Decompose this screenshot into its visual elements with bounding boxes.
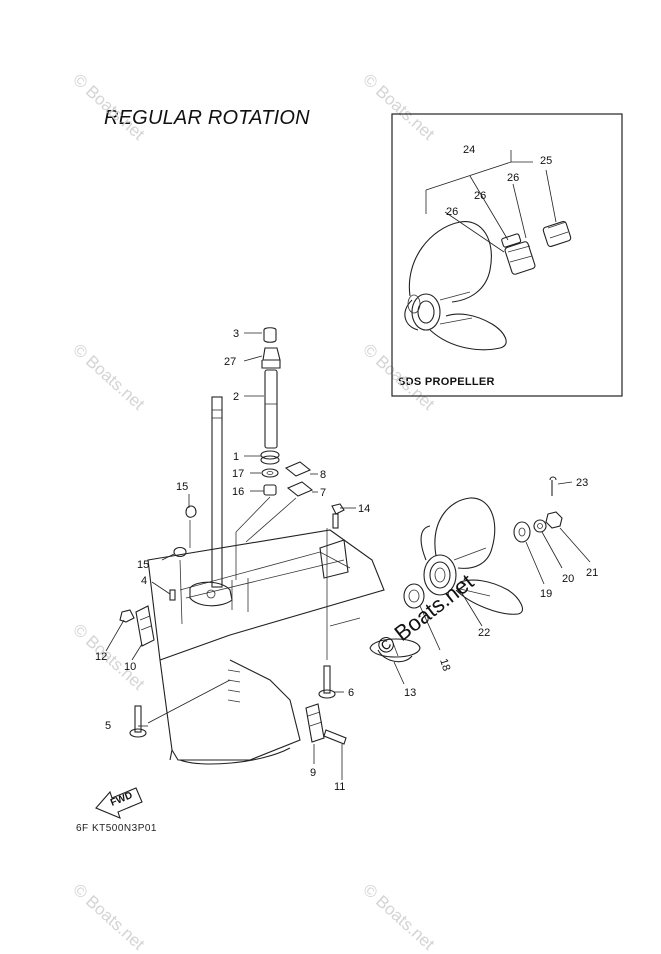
leader-lines [105,332,591,780]
callout-26-b: 26 [474,190,486,202]
water-tube-assembly [260,327,281,496]
sds-inset-frame [391,113,623,397]
callout-4: 4 [141,575,147,587]
callout-6: 6 [348,687,354,699]
callout-10: 10 [124,661,136,673]
callout-7: 7 [320,487,326,499]
thrust-washer-18 [403,583,425,609]
lower-unit-housing [147,529,385,765]
callout-17: 17 [232,468,244,480]
callout-26-a: 26 [507,172,519,184]
sds-propeller-drawing [404,221,507,351]
callout-23: 22 [478,627,490,639]
title: REGULAR ROTATION [104,107,310,129]
callout-15-upper: 15 [176,481,188,493]
parts-diagram: 3 27 2 1 17 16 8 7 14 15 15 4 12 10 5 6 … [95,113,623,819]
callout-14: 14 [358,503,370,515]
callout-8: 8 [320,469,326,481]
plate-10-nut-12 [119,605,155,647]
callout-2: 2 [233,391,239,403]
pieces-7-8 [284,461,314,497]
cover-13 [369,638,421,663]
pin-4 [169,589,176,601]
callout-18: 18 [437,657,452,672]
hose-clips [173,505,197,558]
callout-27: 27 [224,356,236,368]
bolt-5 [129,705,147,738]
callout-3: 3 [233,328,239,340]
callout-9: 9 [310,767,316,779]
callout-26-c: 26 [446,206,458,218]
fwd-arrow [95,787,143,819]
callout-15-lower: 15 [137,559,149,571]
drive-shaft [211,396,223,588]
bolt-6 [318,665,336,699]
callout-13: 13 [404,687,416,699]
sds-bushings [501,221,572,275]
callout-21: 21 [586,567,598,579]
callout-24: 24 [463,144,475,156]
anode-9-bolt-11 [305,703,347,745]
callout-5: 5 [105,720,111,732]
sds-propeller-label: SDS PROPELLER [398,376,495,388]
callout-12: 12 [95,651,107,663]
bolt-14 [331,503,345,529]
drawing-code: 6F KT500N3P01 [76,823,157,834]
callout-20: 20 [562,573,574,585]
inset-leaders [425,150,557,253]
callout-1: 1 [233,451,239,463]
callout-19: 19 [540,588,552,600]
callout-numbers: 3 27 2 1 17 16 8 7 14 15 15 4 12 10 5 6 … [95,144,598,809]
callout-25: 25 [540,155,552,167]
fwd-text: FWD [109,790,134,809]
spacer-washer-nut-pin [513,476,563,543]
callout-16: 16 [232,486,244,498]
callout-11: 11 [334,781,345,793]
propeller-23 [420,497,523,615]
callout-22: 23 [576,477,588,489]
